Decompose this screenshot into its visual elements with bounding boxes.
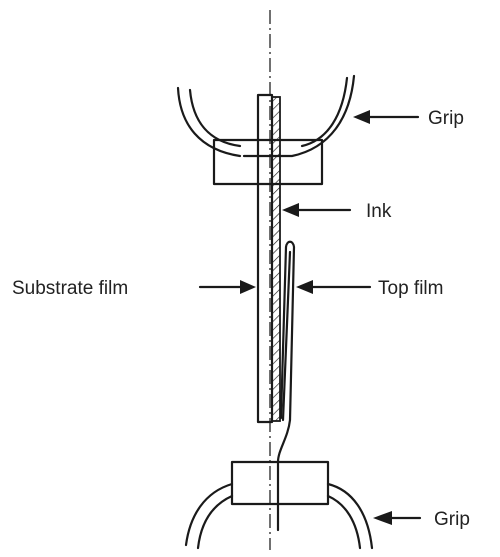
label-substrate-film: Substrate film bbox=[12, 278, 128, 299]
top-grip-arc bbox=[176, 74, 356, 158]
bottom-grip-clamp bbox=[230, 460, 330, 506]
top-grip-clamp bbox=[212, 138, 324, 186]
top-film bbox=[276, 240, 296, 532]
arrow-ink bbox=[282, 203, 352, 217]
top-film-inner bbox=[281, 250, 292, 422]
bottom-grip-arc-inner bbox=[196, 494, 362, 550]
label-grip-top: Grip bbox=[428, 108, 464, 129]
arrow-top-film bbox=[296, 280, 372, 294]
ink-layer bbox=[271, 96, 281, 422]
label-grip-bottom: Grip bbox=[434, 509, 470, 530]
label-ink: Ink bbox=[366, 201, 392, 222]
bottom-grip-arc bbox=[184, 482, 374, 550]
label-top-film: Top film bbox=[378, 278, 443, 299]
arrow-grip-bottom bbox=[373, 511, 422, 525]
arrow-substrate bbox=[198, 280, 256, 294]
arrow-grip-top bbox=[353, 110, 420, 124]
top-grip-arc-inner bbox=[188, 76, 349, 148]
